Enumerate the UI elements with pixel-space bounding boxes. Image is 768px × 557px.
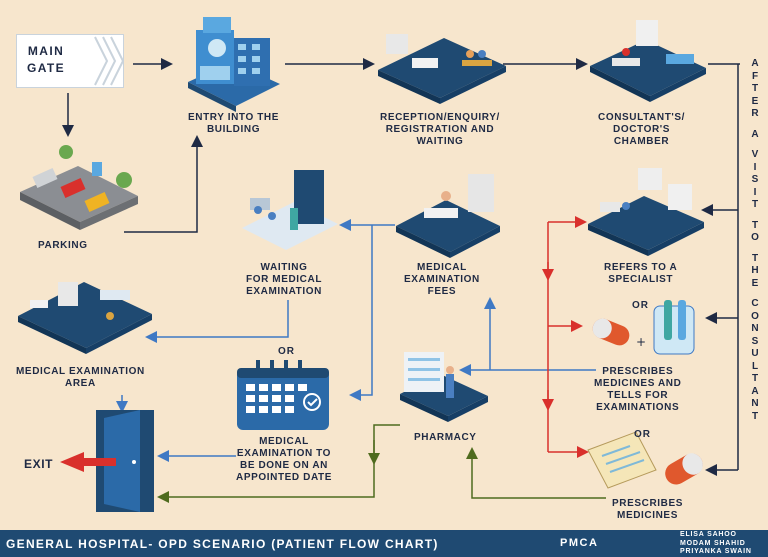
footer-authors: ELISA SAHOO MODAM SHAHID PRIYANKA SWAIN [680,531,752,557]
exit-door-icon [60,410,154,512]
consultant-room-icon [590,20,706,102]
parking-lot-icon [20,145,138,230]
pharmacy-icon [400,352,488,422]
waiting-room-icon [242,170,338,250]
arrow-parking-to-entry [124,135,203,233]
prescription-icon [587,431,703,489]
main-gate-line1: MAIN [27,44,65,58]
exam-area-icon [18,282,152,354]
label-parking: PARKING [38,240,88,251]
footer-bar: GENERAL HOSPITAL- OPD SCENARIO (PATIENT … [0,530,768,557]
author-3: PRIYANKA SWAIN [680,548,752,555]
arrow-meds-to-pharmacy [466,447,606,499]
author-2: MODAM SHAHID [680,539,746,547]
or-label-1: OR [278,346,295,357]
pill-and-test-tubes-icon: + [592,300,695,355]
arrow-split-appointed [349,225,373,401]
specialist-room-icon [588,168,704,256]
reception-scene-icon [378,34,506,104]
chevron-icon [94,36,123,86]
or-label-3: OR [634,429,651,440]
svg-text:+: + [636,335,646,349]
or-label-2: OR [632,300,649,311]
label-pharmacy: PHARMACY [414,432,477,443]
author-1: ELISA SAHOO [680,531,737,538]
label-exit: EXIT [24,457,54,471]
footer-brand: PMCA [560,537,599,549]
calendar-icon [237,360,329,430]
arrow-waiting-to-exam [145,300,289,343]
main-gate-box: MAIN GATE [16,34,124,88]
footer-title: GENERAL HOSPITAL- OPD SCENARIO (PATIENT … [6,537,439,551]
fees-desk-icon [396,174,500,258]
main-gate-line2: GATE [27,61,66,75]
hospital-building-icon [188,17,280,112]
